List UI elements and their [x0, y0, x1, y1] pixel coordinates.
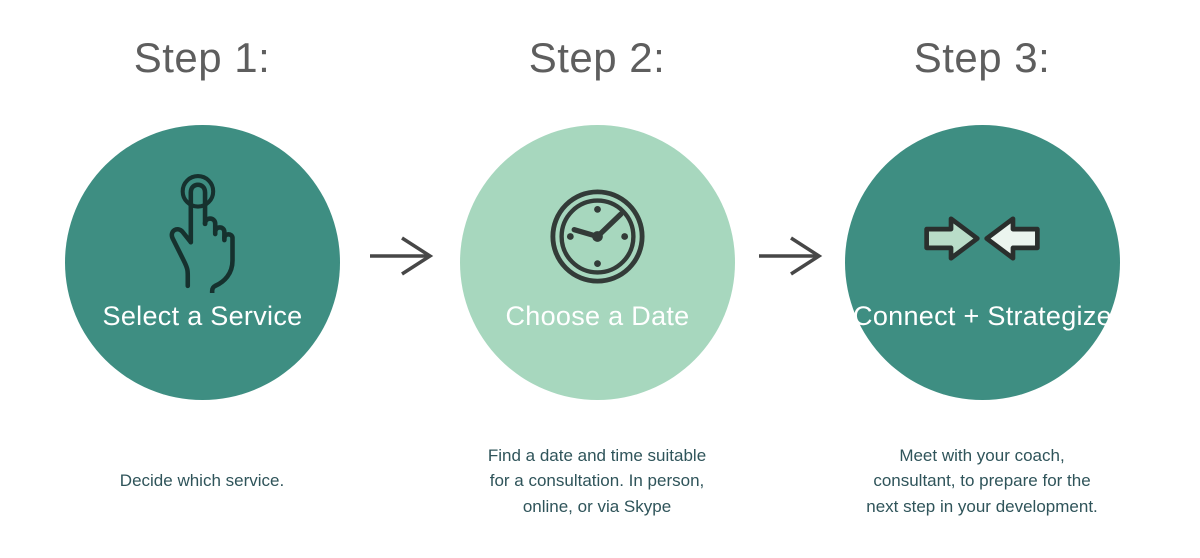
step-3-heading: Step 3:: [913, 34, 1051, 81]
right-arrow-icon: [370, 236, 434, 276]
description-line: Decide which service.: [119, 471, 285, 491]
description-line: for a consultation. In person,: [489, 471, 705, 491]
step-3-description: Meet with your coach, consultant, to pre…: [832, 438, 1132, 524]
clock-icon: [550, 189, 645, 284]
description-line: Find a date and time suitable: [487, 445, 707, 465]
description-line: online, or via Skype: [522, 496, 672, 516]
step-2-circle: Choose a Date: [460, 125, 735, 400]
step-2-circle-label: Choose a Date: [505, 301, 690, 331]
description-line: Meet with your coach,: [899, 445, 1065, 465]
step-3-circle-label: Connect + Strategize: [853, 301, 1112, 331]
description-line: next step in your development.: [866, 496, 1098, 516]
converging-arrows-icon: [924, 216, 1040, 261]
step-1-description: Decide which service.: [52, 438, 352, 524]
tap-hand-icon: [169, 174, 235, 293]
step-1-circle-label: Select a Service: [102, 301, 303, 331]
step-1-heading: Step 1:: [133, 34, 271, 81]
step-2-heading: Step 2:: [528, 34, 666, 81]
step-1-circle: Select a Service: [65, 125, 340, 400]
right-arrow-icon: [759, 236, 823, 276]
description-line: consultant, to prepare for the: [873, 471, 1091, 491]
step-2-description: Find a date and time suitable for a cons…: [447, 438, 747, 524]
step-3-circle: Connect + Strategize: [845, 125, 1120, 400]
